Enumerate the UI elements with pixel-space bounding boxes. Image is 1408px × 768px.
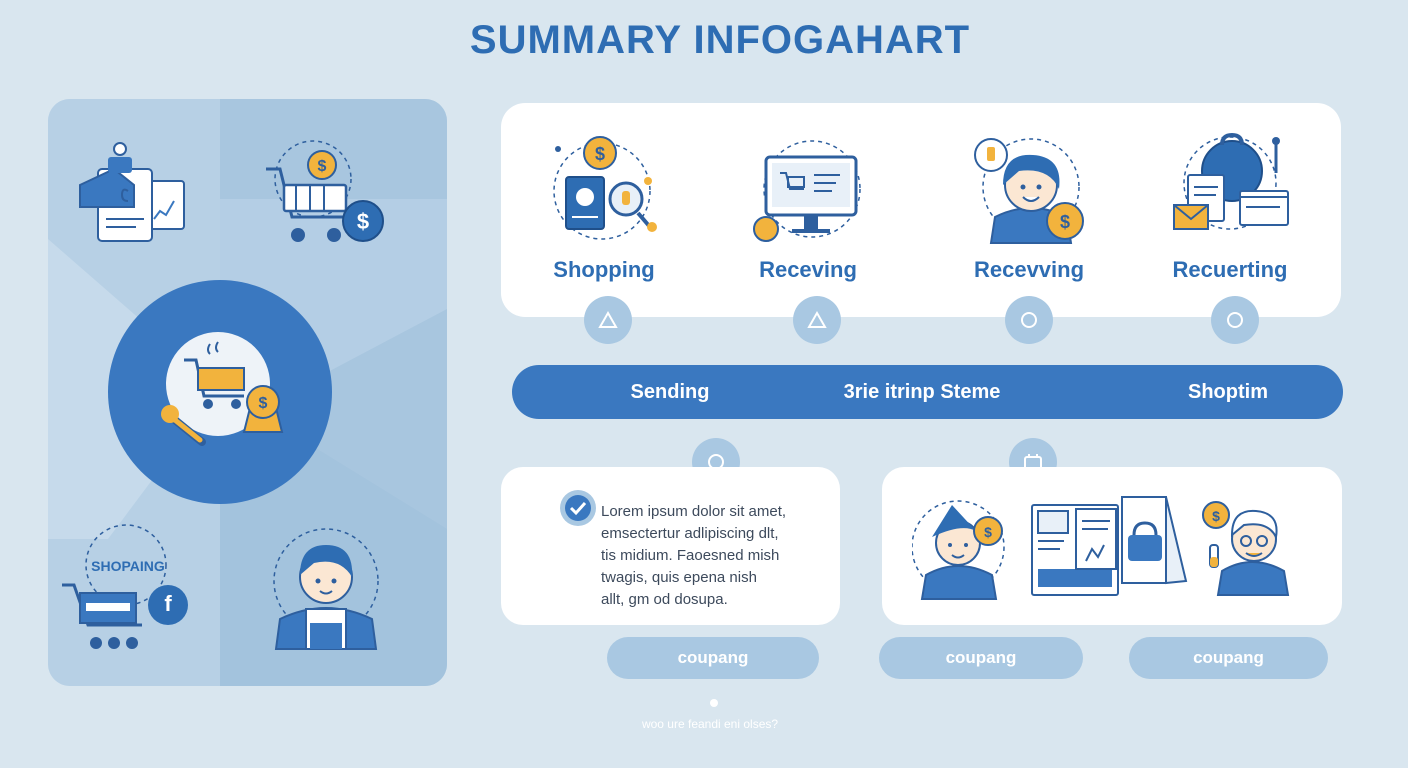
description-card: Lorem ipsum dolor sit amet, emsectertur … (501, 467, 840, 625)
cart-coin-pencil-icon: $ (108, 280, 332, 504)
circle-icon (1021, 312, 1037, 328)
documents-lock-icon (1173, 133, 1289, 230)
svg-text:$: $ (357, 209, 369, 234)
svg-text:$: $ (1060, 212, 1070, 232)
people-illustration-card: $ $ (882, 467, 1342, 625)
description-line: allt, gm od dosupa. (601, 591, 728, 608)
description-line: emsectertur adlipiscing dlt, (601, 525, 779, 542)
description-line: twagis, quis epena nish (601, 569, 757, 586)
elder-avatar-icon: $ (1202, 501, 1290, 596)
documents-chart-icon (79, 142, 185, 242)
flow-bar: Sending 3rie itrinp Steme Shoptim (512, 365, 1343, 419)
coupang-pill[interactable]: coupang (607, 637, 819, 679)
left-illustration-panel: $ $ $ SHOPAING f (48, 99, 447, 686)
circle-node[interactable] (1211, 296, 1259, 344)
step-label: Recuerting (1172, 257, 1288, 282)
step-3: $ Recevving (929, 103, 1129, 283)
triangle-icon (807, 311, 827, 328)
footer-note: woo ure feandi eni olses? (641, 717, 779, 731)
triangle-node[interactable] (793, 296, 841, 344)
description-line: Lorem ipsum dolor sit amet, (601, 503, 787, 520)
shop-cart-badge-group: SHOPAING f (62, 523, 212, 653)
svg-text:$: $ (595, 144, 605, 164)
step-1: $ Shopping (504, 103, 704, 283)
agent-coin-icon: $ (974, 138, 1084, 244)
circle-icon (1227, 312, 1243, 328)
page-title: SUMMARY INFOGAHART (469, 18, 971, 62)
worker-avatar-icon (273, 528, 379, 650)
svg-text:$: $ (1212, 508, 1220, 524)
documents-lock-board-icon (1031, 496, 1188, 596)
computer-cart-icon (753, 140, 861, 242)
bar-label-right: Shoptim (1188, 381, 1268, 403)
step-label: Shopping (553, 257, 655, 282)
step-label: Receving (759, 257, 857, 282)
step-4: Recuerting (1130, 103, 1330, 283)
bar-label-left: Sending (630, 381, 710, 403)
description-text: Lorem ipsum dolor sit amet, emsectertur … (601, 501, 831, 611)
triangle-icon (598, 311, 618, 328)
coupang-pill[interactable]: coupang (1129, 637, 1328, 679)
description-line: tis midium. Faoesned mish (601, 547, 780, 564)
check-icon (560, 490, 596, 526)
social-brand-letter: f (164, 591, 172, 616)
circle-node[interactable] (1005, 296, 1053, 344)
step-2: Receving (708, 103, 908, 283)
step-label: Recevving (973, 257, 1085, 282)
shop-badge-text: SHOPAING (91, 558, 165, 574)
triangle-node[interactable] (584, 296, 632, 344)
footer-dot (710, 699, 718, 707)
passport-coin-icon: $ (553, 136, 657, 240)
coupang-pill[interactable]: coupang (879, 637, 1083, 679)
svg-text:$: $ (984, 524, 992, 540)
bar-label-center: 3rie itrinp Steme (843, 381, 1001, 403)
student-avatar-icon: $ (912, 500, 1005, 600)
shopping-cart-icon (62, 524, 188, 649)
cart-coins-icon: $ $ (266, 140, 384, 242)
process-steps-card: $ Shopping Receving (501, 103, 1341, 317)
svg-text:$: $ (259, 395, 268, 412)
svg-text:$: $ (318, 158, 327, 175)
